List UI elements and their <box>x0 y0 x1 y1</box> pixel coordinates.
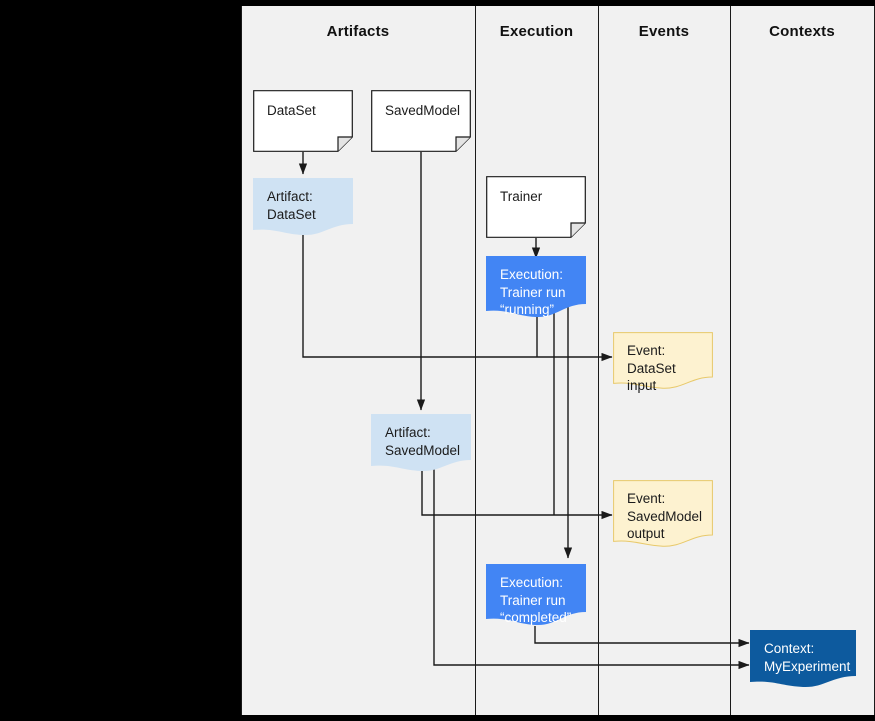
node-execution-running-label: Execution: Trainer run “running” <box>500 267 566 317</box>
node-execution-completed-label: Execution: Trainer run “completed” <box>500 575 572 625</box>
lane-divider-left <box>241 6 242 715</box>
node-event-savedmodel-output-label: Event: SavedModel output <box>627 491 703 541</box>
document-shape <box>486 564 586 626</box>
document-shape <box>371 414 471 472</box>
note-shape <box>253 90 353 152</box>
document-shape <box>613 332 713 389</box>
document-shape <box>486 256 586 318</box>
node-event-savedmodel-output[interactable]: Event: SavedModel output <box>613 480 713 548</box>
node-type-dataset-label: DataSet <box>267 103 316 118</box>
node-artifact-savedmodel[interactable]: Artifact: SavedModel <box>371 414 471 472</box>
node-artifact-dataset[interactable]: Artifact: DataSet <box>253 178 353 236</box>
node-type-savedmodel[interactable]: SavedModel <box>371 90 471 152</box>
lane-title-execution: Execution <box>499 23 574 40</box>
lane-divider-events <box>730 6 731 715</box>
node-context-myexperiment-label: Context: MyExperiment <box>764 641 851 674</box>
node-type-dataset[interactable]: DataSet <box>253 90 353 152</box>
lane-title-artifacts: Artifacts <box>326 23 390 40</box>
lane-title-contexts: Contexts <box>769 23 835 40</box>
lane-divider-artifacts <box>475 6 476 715</box>
note-shape <box>486 176 586 238</box>
lane-divider-execution <box>598 6 599 715</box>
node-execution-completed[interactable]: Execution: Trainer run “completed” <box>486 564 586 626</box>
node-execution-running[interactable]: Execution: Trainer run “running” <box>486 256 586 318</box>
swimlane-board: Artifacts Execution Events Contexts <box>241 6 875 715</box>
lane-title-events: Events <box>638 23 690 40</box>
node-artifact-savedmodel-label: Artifact: SavedModel <box>385 425 461 458</box>
node-context-myexperiment[interactable]: Context: MyExperiment <box>750 630 856 688</box>
node-type-trainer-label: Trainer <box>500 189 543 204</box>
node-artifact-dataset-label: Artifact: DataSet <box>267 189 316 222</box>
node-type-trainer[interactable]: Trainer <box>486 176 586 238</box>
node-event-dataset-input[interactable]: Event: DataSet input <box>613 332 713 393</box>
document-shape <box>750 630 856 688</box>
note-shape <box>371 90 471 152</box>
connector-execution-completed-to-context <box>534 626 750 648</box>
node-type-savedmodel-label: SavedModel <box>385 103 461 118</box>
node-event-dataset-input-label: Event: DataSet input <box>627 343 676 393</box>
document-shape <box>613 480 713 547</box>
document-shape <box>253 178 353 236</box>
